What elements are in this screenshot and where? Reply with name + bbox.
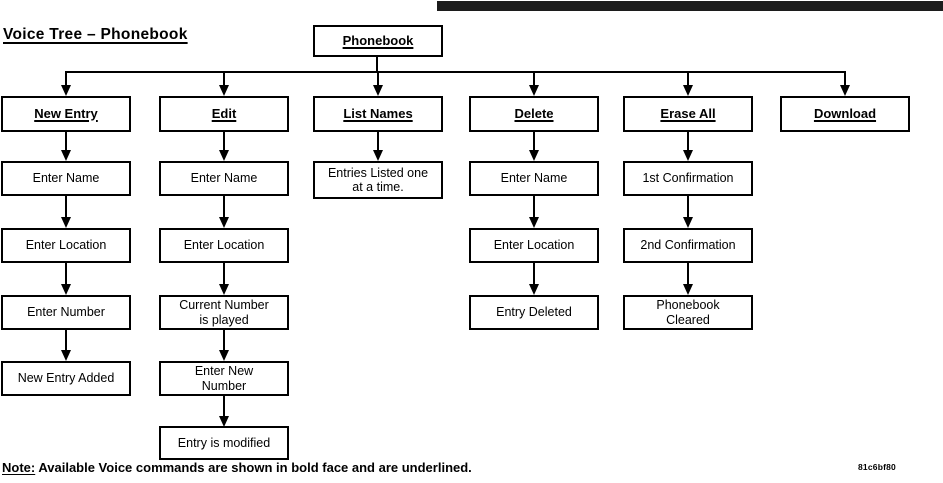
- connector-branch-bar: [65, 71, 846, 73]
- branch-edit: Edit: [159, 96, 289, 132]
- node-new-entry-enter-name: Enter Name: [1, 161, 131, 196]
- node-new-entry-enter-location: Enter Location: [1, 228, 131, 263]
- branch-new-entry: New Entry: [1, 96, 131, 132]
- branch-list-names-label: List Names: [343, 105, 413, 121]
- arrow-down: [529, 196, 539, 228]
- branch-download: Download: [780, 96, 910, 132]
- arrow-down: [529, 263, 539, 295]
- branch-delete-label: Delete: [514, 105, 554, 121]
- node-edit-enter-name: Enter Name: [159, 161, 289, 196]
- arrow-down: [219, 263, 229, 295]
- arrow-down: [373, 132, 383, 161]
- node-edit-entry-modified: Entry is modified: [159, 426, 289, 460]
- arrow-down: [683, 132, 693, 161]
- arrow-down: [219, 330, 229, 361]
- arrow-to-download: [840, 73, 850, 96]
- branch-new-entry-label: New Entry: [34, 105, 98, 121]
- arrow-down: [529, 132, 539, 161]
- node-phonebook: Phonebook: [313, 25, 443, 57]
- arrow-down: [683, 196, 693, 228]
- footnote-text: Available Voice commands are shown in bo…: [35, 460, 472, 475]
- node-delete-enter-location: Enter Location: [469, 228, 599, 263]
- node-erase-all-1st-confirmation: 1st Confirmation: [623, 161, 753, 196]
- branch-list-names: List Names: [313, 96, 443, 132]
- arrow-down: [61, 132, 71, 161]
- arrow-down: [219, 132, 229, 161]
- diagram-title: Voice Tree – Phonebook: [3, 26, 188, 43]
- arrow-down: [219, 196, 229, 228]
- footnote: Note: Available Voice commands are shown…: [2, 460, 472, 475]
- figure-code: 81c6bf80: [858, 462, 896, 472]
- node-list-names-entries-listed: Entries Listed one at a time.: [313, 161, 443, 199]
- branch-erase-all-label: Erase All: [660, 105, 716, 121]
- arrow-down: [219, 396, 229, 427]
- footnote-prefix: Note:: [2, 460, 36, 475]
- arrow-to-delete: [529, 73, 539, 96]
- branch-download-label: Download: [813, 105, 877, 121]
- arrow-down: [61, 196, 71, 228]
- node-delete-enter-name: Enter Name: [469, 161, 599, 196]
- arrow-to-edit: [219, 73, 229, 96]
- node-phonebook-label: Phonebook: [342, 32, 414, 48]
- branch-delete: Delete: [469, 96, 599, 132]
- node-edit-enter-location: Enter Location: [159, 228, 289, 263]
- arrow-down: [683, 263, 693, 295]
- node-erase-all-2nd-confirmation: 2nd Confirmation: [623, 228, 753, 263]
- node-delete-entry-deleted: Entry Deleted: [469, 295, 599, 330]
- node-edit-current-number-played: Current Number is played: [159, 295, 289, 330]
- arrow-down: [61, 263, 71, 295]
- arrow-to-new-entry: [61, 73, 71, 96]
- connector-root-stem: [376, 57, 378, 71]
- node-edit-enter-new-number: Enter New Number: [159, 361, 289, 396]
- arrow-down: [61, 330, 71, 361]
- node-new-entry-enter-number: Enter Number: [1, 295, 131, 330]
- node-erase-all-phonebook-cleared: Phonebook Cleared: [623, 295, 753, 330]
- arrow-to-erase-all: [683, 73, 693, 96]
- top-black-bar: [437, 1, 943, 11]
- branch-erase-all: Erase All: [623, 96, 753, 132]
- arrow-to-list-names: [373, 73, 383, 96]
- branch-edit-label: Edit: [211, 105, 237, 121]
- node-new-entry-added: New Entry Added: [1, 361, 131, 396]
